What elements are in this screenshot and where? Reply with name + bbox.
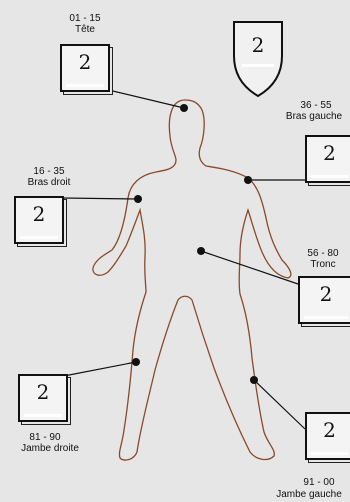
left-arm-range: 36 - 55 — [286, 100, 346, 111]
right-leg-range: 81 - 90 — [16, 432, 74, 443]
right-arm-armor-underline — [20, 236, 58, 239]
torso-armor-box[interactable]: 2 — [298, 276, 350, 324]
right-arm-name: Bras droit — [20, 177, 78, 188]
right-leg-dot — [132, 358, 140, 366]
left-leg-armor-underline — [311, 452, 348, 455]
leader-lines — [62, 88, 305, 429]
torso-armor-value: 2 — [300, 282, 350, 306]
left-leg-armor-box[interactable]: 2 — [305, 412, 350, 460]
left-arm-dot — [244, 176, 252, 184]
left-arm-armor-underline — [311, 175, 348, 178]
shield-underline — [242, 64, 274, 67]
location-dots — [132, 104, 258, 384]
torso-range: 56 - 80 — [296, 248, 350, 259]
left-leg-dot — [250, 376, 258, 384]
right-arm-dot — [134, 195, 142, 203]
right-arm-range: 16 - 35 — [22, 166, 76, 177]
left-leg-range: 91 - 00 — [290, 477, 348, 488]
head-name: Tête — [60, 24, 110, 35]
right-leg-name: Jambe droite — [10, 443, 90, 454]
head-armor-underline — [66, 84, 104, 87]
left-leg-name: Jambe gauche — [268, 489, 350, 500]
head-armor-value: 2 — [62, 50, 108, 74]
shield-value: 2 — [240, 33, 276, 57]
right-arm-armor-value: 2 — [16, 202, 62, 226]
right-leg-armor-value: 2 — [20, 380, 66, 404]
right-leg-armor-underline — [24, 414, 62, 417]
torso-dot — [197, 247, 205, 255]
left-arm-armor-value: 2 — [307, 141, 350, 165]
head-dot — [180, 104, 188, 112]
left-leg-armor-value: 2 — [307, 418, 350, 442]
torso-armor-underline — [304, 316, 348, 319]
torso-name: Tronc — [296, 259, 350, 270]
head-range: 01 - 15 — [60, 13, 110, 24]
left-arm-armor-box[interactable]: 2 — [305, 135, 350, 183]
body-outline — [93, 100, 291, 460]
right-arm-armor-box[interactable]: 2 — [14, 196, 64, 244]
head-armor-box[interactable]: 2 — [60, 44, 110, 92]
left-arm-name: Bras gauche — [280, 111, 348, 122]
right-leg-armor-box[interactable]: 2 — [18, 374, 68, 422]
